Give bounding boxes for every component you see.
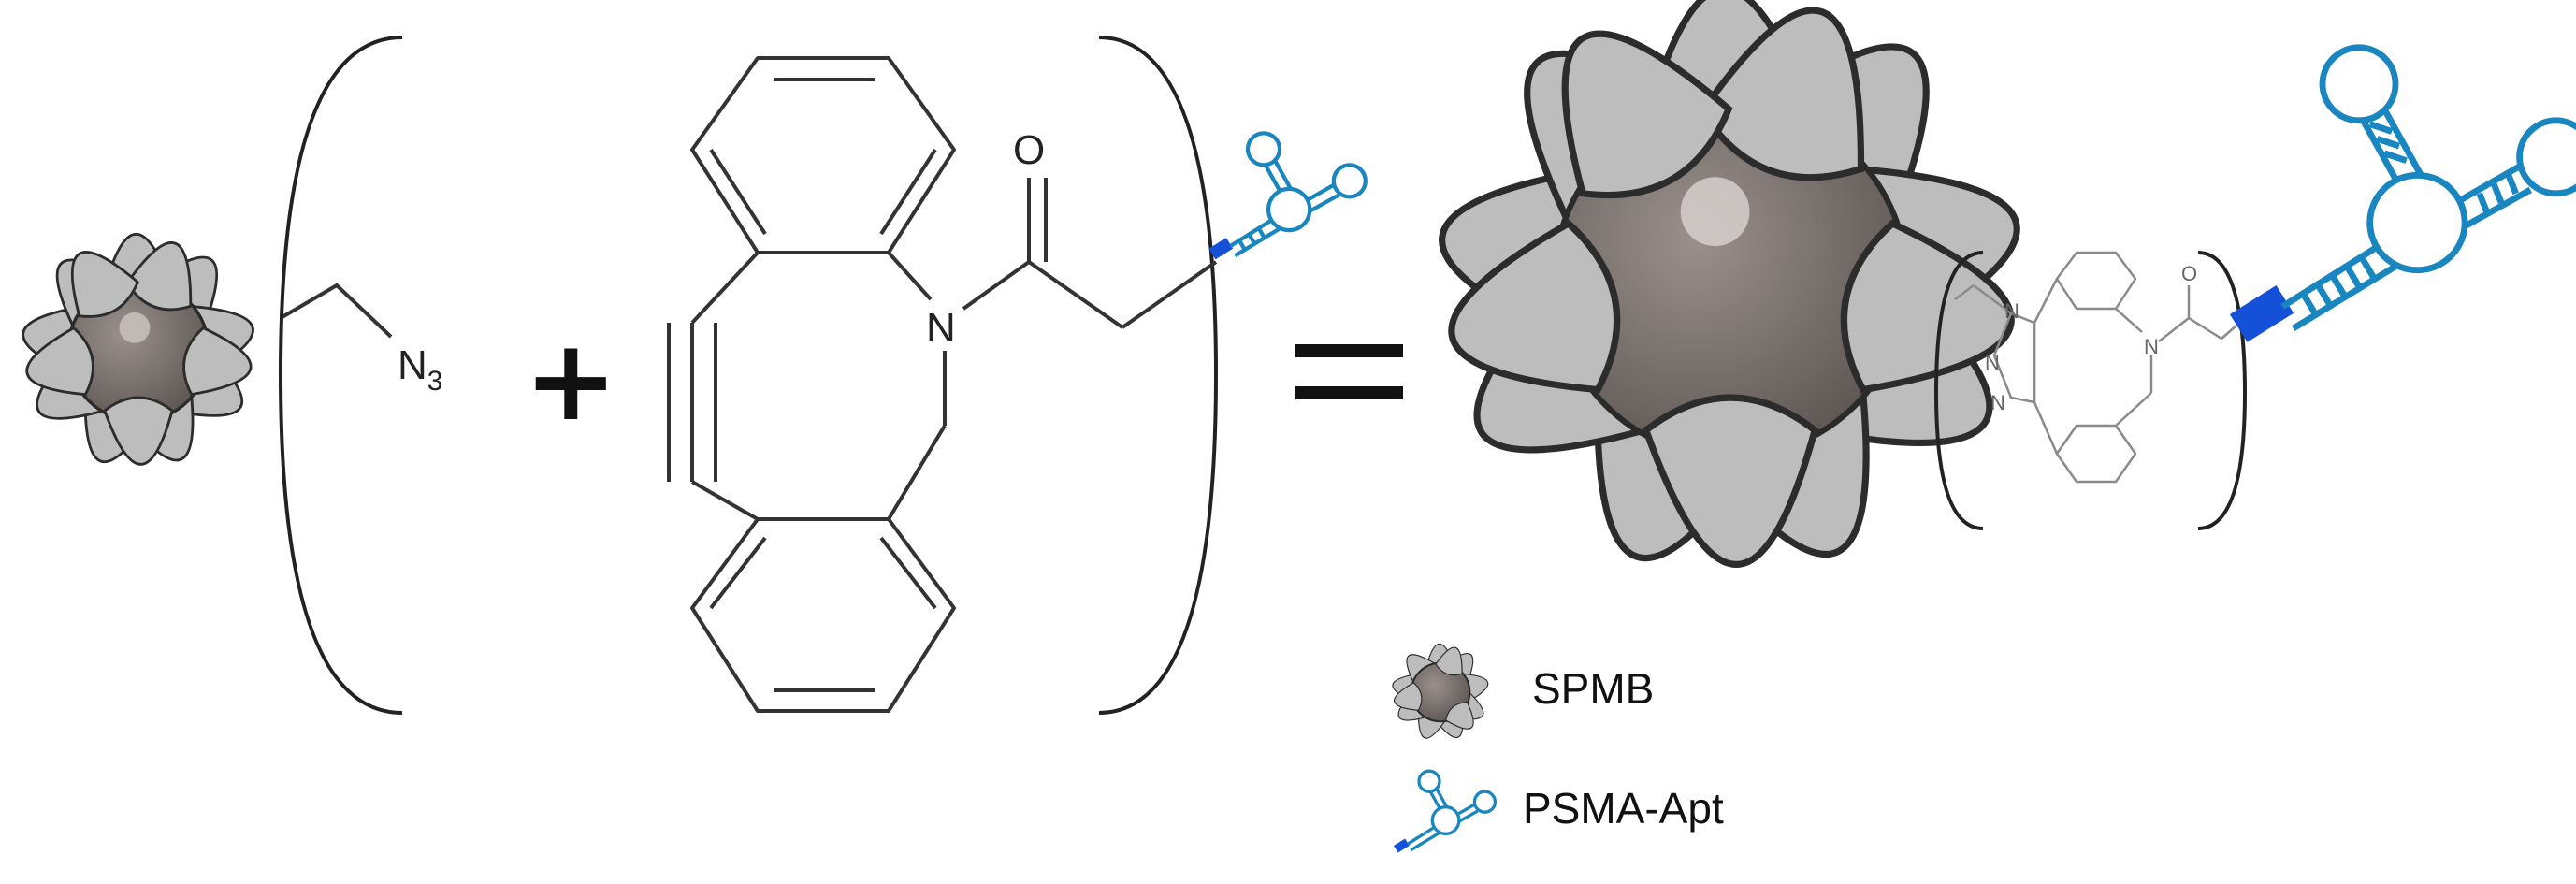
triazole-n3: N — [1990, 391, 2005, 414]
small-nanoparticle-icon — [16, 231, 261, 473]
aptamer-icon-product — [2229, 44, 2576, 342]
plus-sign: + — [524, 316, 618, 446]
product-nitrogen: N — [2144, 335, 2159, 358]
legend-label-psma-apt: PSMA-Apt — [1523, 784, 1724, 833]
nanoparticle-icon — [1389, 643, 1492, 744]
azide-linker — [279, 283, 393, 339]
dbco-structure — [667, 56, 1218, 713]
left-bracket — [278, 36, 403, 715]
dbco-nitrogen: N — [926, 305, 956, 351]
legend-label-spmb: SPMB — [1532, 664, 1654, 713]
triazole-n2: N — [1985, 351, 2000, 374]
dbco-oxygen: O — [1013, 127, 1045, 173]
aptamer-icon-reactant — [1208, 131, 1368, 260]
triazole-n1: N — [2004, 299, 2019, 323]
equals-sign — [1295, 344, 1403, 399]
azide-label: N3 — [398, 342, 442, 397]
right-bracket — [1098, 36, 1219, 715]
large-nanoparticle-icon — [1428, 0, 2032, 584]
product-left-bracket — [1933, 251, 1984, 530]
product-right-bracket — [2197, 251, 2248, 530]
triazole-structure — [1954, 251, 2246, 484]
aptamer-icon — [1393, 769, 1498, 853]
product-oxygen: O — [2181, 262, 2197, 285]
legend: SPMB PSMA-Apt — [1389, 643, 1724, 853]
